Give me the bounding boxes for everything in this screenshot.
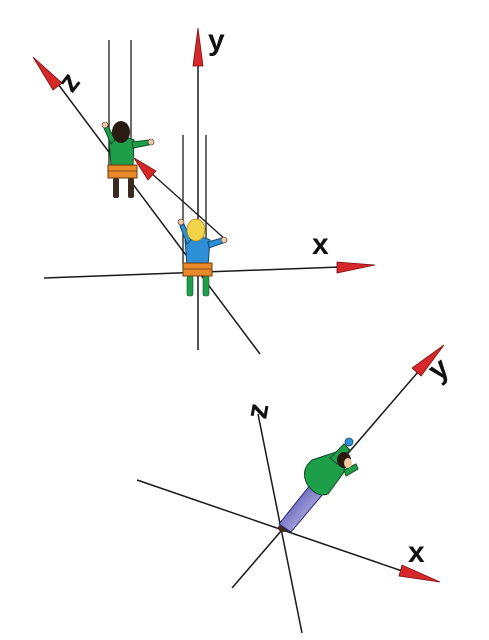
child-blonde-hair-figure xyxy=(177,218,228,297)
bottom-z-axis-label: z xyxy=(240,401,275,422)
x-axis xyxy=(136,479,441,583)
hand-with-object xyxy=(344,437,354,447)
y-arrowhead xyxy=(192,27,204,67)
z-arrowhead xyxy=(32,56,63,91)
standing-person-figure xyxy=(278,437,359,533)
bottom-y-axis-label: y xyxy=(422,351,456,387)
top-z-axis-label: z xyxy=(52,66,87,98)
child-dark-hair-figure xyxy=(101,121,155,198)
swing-seat xyxy=(107,164,138,179)
vector-arrow xyxy=(133,157,227,241)
top-x-axis-label: x xyxy=(312,228,329,261)
top-coordinate-system: x y z xyxy=(32,24,376,355)
y-arrowhead xyxy=(411,344,445,377)
z-axis xyxy=(32,56,261,355)
top-y-axis-label: y xyxy=(208,24,225,57)
bottom-coordinate-system: x y z xyxy=(136,344,456,634)
y-axis xyxy=(192,27,204,350)
swing-seat xyxy=(182,262,213,277)
x-arrowhead xyxy=(398,564,441,583)
vector-arrowhead xyxy=(133,157,157,181)
bottom-x-axis-label: x xyxy=(408,536,425,569)
x-arrowhead xyxy=(336,261,376,274)
